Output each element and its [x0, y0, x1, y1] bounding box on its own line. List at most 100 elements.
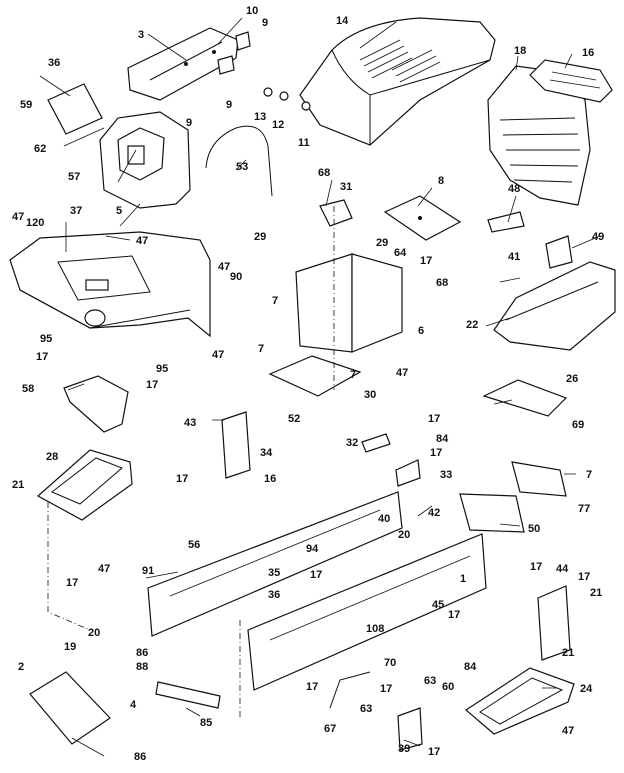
- part-label: 4: [130, 699, 137, 711]
- bracket-49-part: [545, 235, 573, 269]
- footrest-right-part: [465, 667, 575, 735]
- part-label: 33: [440, 469, 452, 481]
- part-label: 1: [460, 573, 466, 585]
- bracket-50-part: [459, 493, 525, 533]
- part-label: 17: [146, 379, 158, 391]
- part-label: 47: [218, 261, 230, 273]
- part-label: 90: [230, 271, 242, 283]
- bracket-39-part: [397, 707, 423, 751]
- part-label: 120: [26, 217, 44, 229]
- part-label: 63: [360, 703, 372, 715]
- part-label: 26: [566, 373, 578, 385]
- dash-cover-part: [127, 27, 239, 101]
- part-label: 36: [268, 589, 280, 601]
- battery-panel-part: [295, 253, 403, 353]
- part-label: 12: [272, 119, 284, 131]
- part-label: 56: [188, 539, 200, 551]
- hood-part: [299, 17, 496, 146]
- part-label: 47: [212, 349, 224, 361]
- part-label: 7: [350, 369, 356, 381]
- footrest-part: [36, 449, 133, 521]
- part-label: 6: [418, 325, 424, 337]
- side-panel-part: [493, 261, 616, 351]
- part-label: 3: [138, 29, 144, 41]
- dash-console-part: [99, 111, 191, 209]
- part-label: 17: [578, 571, 590, 583]
- part-label: 17: [420, 255, 432, 267]
- bracket-58-part: [63, 375, 129, 433]
- floor-plate-part: [268, 355, 362, 397]
- part-label: 13: [254, 111, 266, 123]
- bracket-48-part: [487, 211, 525, 233]
- part-label: 52: [288, 413, 300, 425]
- part-label: 60: [442, 681, 454, 693]
- part-label: 29: [376, 237, 388, 249]
- part-label: 28: [46, 451, 58, 463]
- part-label: 47: [98, 563, 110, 575]
- part-label: 68: [318, 167, 330, 179]
- part-label: 17: [66, 577, 78, 589]
- part-label: 59: [20, 99, 32, 111]
- support-bracket-part: [319, 199, 353, 227]
- part-label: 17: [36, 351, 48, 363]
- hood-vent-grille: [359, 39, 441, 83]
- hardware-part: [263, 87, 311, 111]
- part-label: 16: [582, 47, 594, 59]
- assembly-centerlines: [47, 206, 335, 720]
- part-label: 11: [298, 137, 310, 149]
- part-label: 88: [136, 661, 148, 673]
- part-label: 20: [88, 627, 100, 639]
- part-label: 9: [262, 17, 268, 29]
- part-label: 85: [200, 717, 212, 729]
- part-label: 17: [430, 447, 442, 459]
- frame-rail-left-part: [147, 491, 403, 637]
- part-label: 67: [324, 723, 336, 735]
- part-label: 7: [586, 469, 592, 481]
- part-label: 84: [464, 661, 477, 673]
- part-label: 86: [136, 647, 148, 659]
- part-label: 30: [364, 389, 376, 401]
- bracket-32-part: [361, 433, 391, 453]
- frame-rail-right-part: [247, 533, 487, 691]
- part-label: 17: [306, 681, 318, 693]
- part-label: 68: [436, 277, 448, 289]
- part-label: 21: [12, 479, 24, 491]
- part-label: 10: [246, 5, 258, 17]
- plate-part: [47, 83, 103, 135]
- part-label: 47: [12, 211, 24, 223]
- part-label: 31: [340, 181, 352, 193]
- rod-part: [329, 671, 371, 709]
- part-label: 5: [116, 205, 122, 217]
- part-label: 63: [424, 675, 436, 687]
- part-label: 17: [448, 609, 460, 621]
- part-label: 9: [186, 117, 192, 129]
- part-labels: 10 9 3 14 16 18 36 59 62 57 5 9 9 13 12 …: [12, 5, 604, 763]
- part-label: 77: [578, 503, 590, 515]
- part-label: 9: [226, 99, 232, 111]
- part-label: 17: [428, 746, 440, 758]
- part-label: 7: [258, 343, 264, 355]
- part-label: 17: [428, 413, 440, 425]
- part-label: 20: [398, 529, 410, 541]
- part-label: 35: [268, 567, 280, 579]
- part-label: 2: [18, 661, 24, 673]
- part-label: 21: [590, 587, 602, 599]
- part-label: 49: [592, 231, 604, 243]
- part-label: 95: [40, 333, 52, 345]
- heat-shield-part: [482, 379, 568, 417]
- part-label: 41: [508, 251, 520, 263]
- part-label: 17: [380, 683, 392, 695]
- part-label: 36: [48, 57, 60, 69]
- part-label: 108: [366, 623, 384, 635]
- part-label: 48: [508, 183, 520, 195]
- part-label: 43: [184, 417, 196, 429]
- bracket-44-part: [537, 585, 571, 661]
- part-label: 17: [176, 473, 188, 485]
- part-label: 86: [134, 751, 146, 763]
- part-label: 69: [572, 419, 584, 431]
- part-label: 17: [530, 561, 542, 573]
- cable-part: [205, 125, 273, 197]
- part-label: 47: [396, 367, 408, 379]
- fender-part: [9, 231, 211, 338]
